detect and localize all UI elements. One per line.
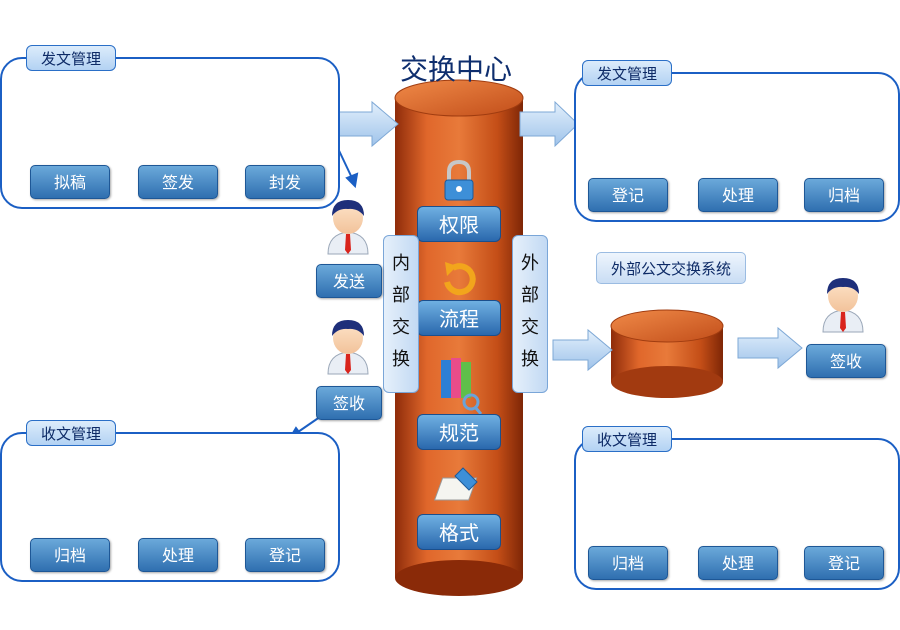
external-system-title: 外部公文交换系统 (596, 252, 747, 284)
external-receive-label: 签收 (806, 344, 886, 378)
incoming-docs-title: 收文管理 (582, 426, 673, 452)
internal-exchange-char: 内 (392, 253, 410, 274)
outgoing-docs-title: 发文管理 (26, 45, 117, 71)
refresh-icon (444, 262, 476, 296)
incoming-docs-title: 收文管理 (26, 420, 117, 446)
external-system-cylinder (610, 309, 724, 398)
arrow-external-to-receiver (737, 326, 803, 370)
draft-label: 拟稿 (30, 165, 110, 199)
exchange-center-title: 交换中心 (400, 53, 513, 86)
arrow-topleft-to-center (331, 100, 399, 148)
register-label: 登记 (245, 538, 325, 572)
receiver-person-icon (327, 319, 369, 375)
register-label: 登记 (588, 178, 668, 212)
external-exchange-char: 外 (521, 253, 539, 274)
send-label: 发送 (316, 264, 382, 298)
process-label: 处理 (138, 538, 218, 572)
receive-label: 签收 (316, 386, 382, 420)
process-label: 处理 (698, 546, 778, 580)
format-label: 格式 (417, 514, 501, 550)
arrow-center-to-external (552, 328, 613, 372)
lock-icon (444, 159, 474, 201)
books-icon (441, 358, 483, 415)
external-exchange-panel: 外 部 交 换 (512, 235, 548, 393)
arrow-center-to-topright (519, 100, 579, 148)
external-exchange-char: 部 (521, 285, 539, 306)
internal-exchange-char: 换 (392, 349, 410, 370)
internal-exchange-char: 交 (392, 317, 410, 338)
process-label: 处理 (698, 178, 778, 212)
sender-person-icon (327, 199, 369, 255)
permission-label: 权限 (417, 206, 501, 242)
archive-label: 归档 (804, 178, 884, 212)
internal-exchange-panel: 内 部 交 换 (383, 235, 419, 393)
external-exchange-char: 换 (521, 349, 539, 370)
archive-label: 归档 (588, 546, 668, 580)
internal-exchange-char: 部 (392, 285, 410, 306)
outgoing-docs-title: 发文管理 (582, 60, 673, 86)
standard-label: 规范 (417, 414, 501, 450)
archive-label: 归档 (30, 538, 110, 572)
seal-send-label: 封发 (245, 165, 325, 199)
sign-off-label: 签发 (138, 165, 218, 199)
document-pen-icon (433, 467, 478, 501)
workflow-label: 流程 (417, 300, 501, 336)
external-receiver-person-icon (822, 277, 864, 333)
external-exchange-char: 交 (521, 317, 539, 338)
register-label: 登记 (804, 546, 884, 580)
